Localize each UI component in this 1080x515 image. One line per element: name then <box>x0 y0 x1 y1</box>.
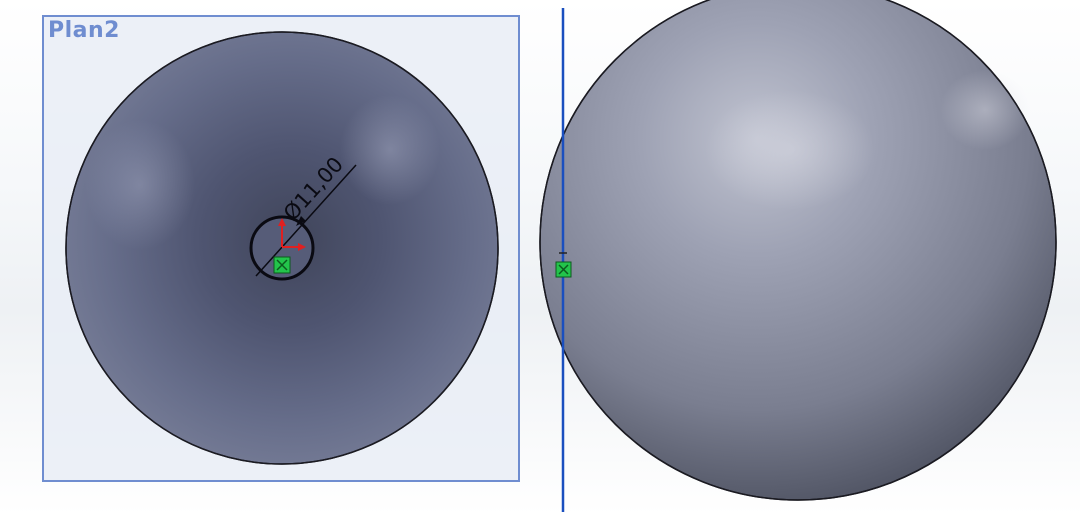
plane-label[interactable]: Plan2 <box>48 18 120 43</box>
origin-axes-icon <box>278 218 306 251</box>
coincident-relation-icon-side[interactable] <box>555 261 572 278</box>
sphere-body[interactable] <box>539 0 1057 501</box>
coincident-relation-icon[interactable] <box>273 256 291 274</box>
